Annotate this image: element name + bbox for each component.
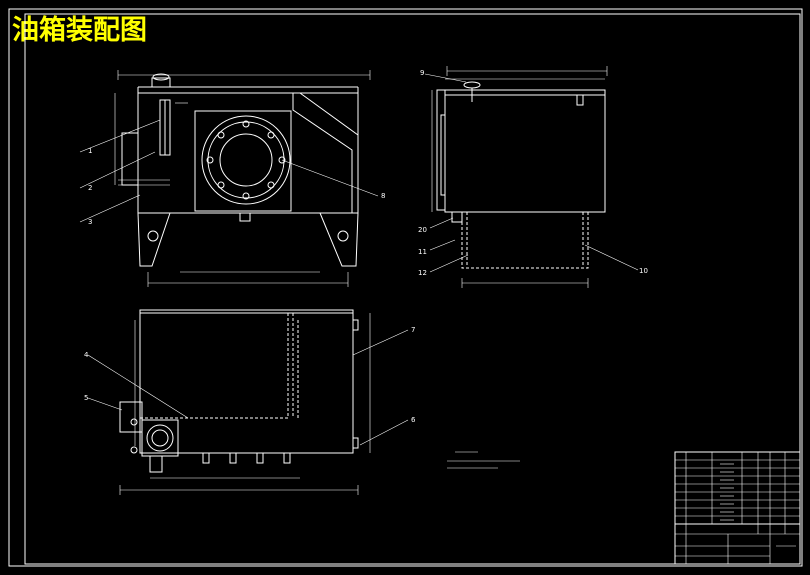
balloon-front-8: 8 xyxy=(381,192,385,200)
balloon-front-1: 1 xyxy=(88,147,92,155)
balloon-front-2: 2 xyxy=(88,184,92,192)
drawing-title: 油箱装配图 xyxy=(12,15,147,46)
title-block xyxy=(674,451,801,565)
side-view xyxy=(424,66,639,288)
balloon-top-6: 6 xyxy=(411,416,416,424)
drawing-frame xyxy=(8,8,803,567)
top-view xyxy=(87,309,409,495)
balloon-top-4: 4 xyxy=(84,351,89,359)
balloon-side-20: 20 xyxy=(418,226,427,234)
balloon-side-12: 12 xyxy=(418,269,427,277)
balloon-top-5: 5 xyxy=(84,394,88,402)
front-view xyxy=(79,70,379,287)
balloon-side-10: 10 xyxy=(639,267,648,275)
balloon-front-3: 3 xyxy=(88,218,92,226)
balloon-top-7: 7 xyxy=(411,326,415,334)
balloon-side-11: 11 xyxy=(418,248,427,256)
technical-notes xyxy=(447,451,520,469)
balloon-side-9: 9 xyxy=(420,69,424,77)
